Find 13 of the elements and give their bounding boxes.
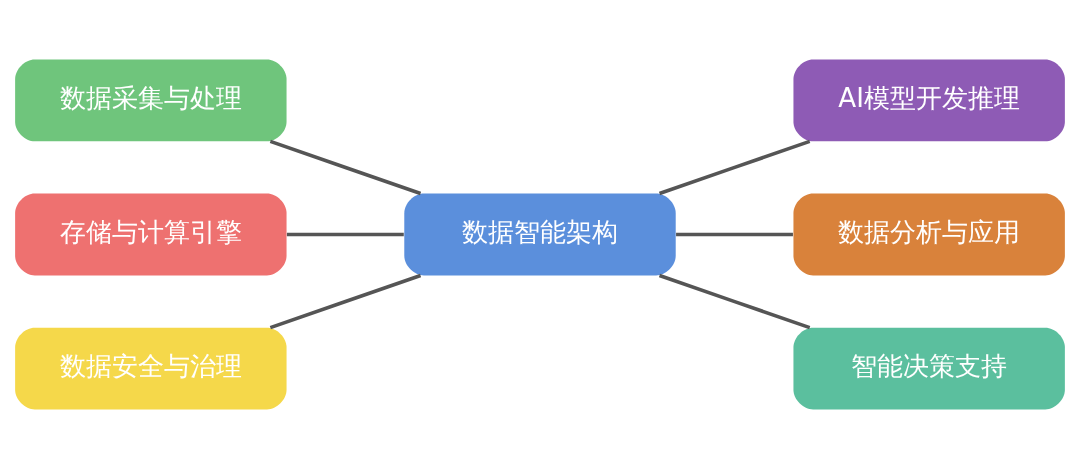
- connector: [269, 139, 422, 195]
- connector: [658, 273, 811, 329]
- node-box: 存储与计算引擎: [15, 193, 287, 275]
- node-box: 数据安全与治理: [15, 327, 287, 409]
- node-box: 智能决策支持: [793, 327, 1065, 409]
- node-box: 数据智能架构: [404, 193, 676, 275]
- connector: [286, 232, 404, 236]
- connector: [676, 232, 793, 236]
- node-box: AI模型开发推理: [793, 59, 1065, 141]
- node-box: 数据分析与应用: [793, 193, 1065, 275]
- connector: [269, 273, 422, 329]
- connector: [658, 139, 811, 195]
- node-box: 数据采集与处理: [15, 59, 287, 141]
